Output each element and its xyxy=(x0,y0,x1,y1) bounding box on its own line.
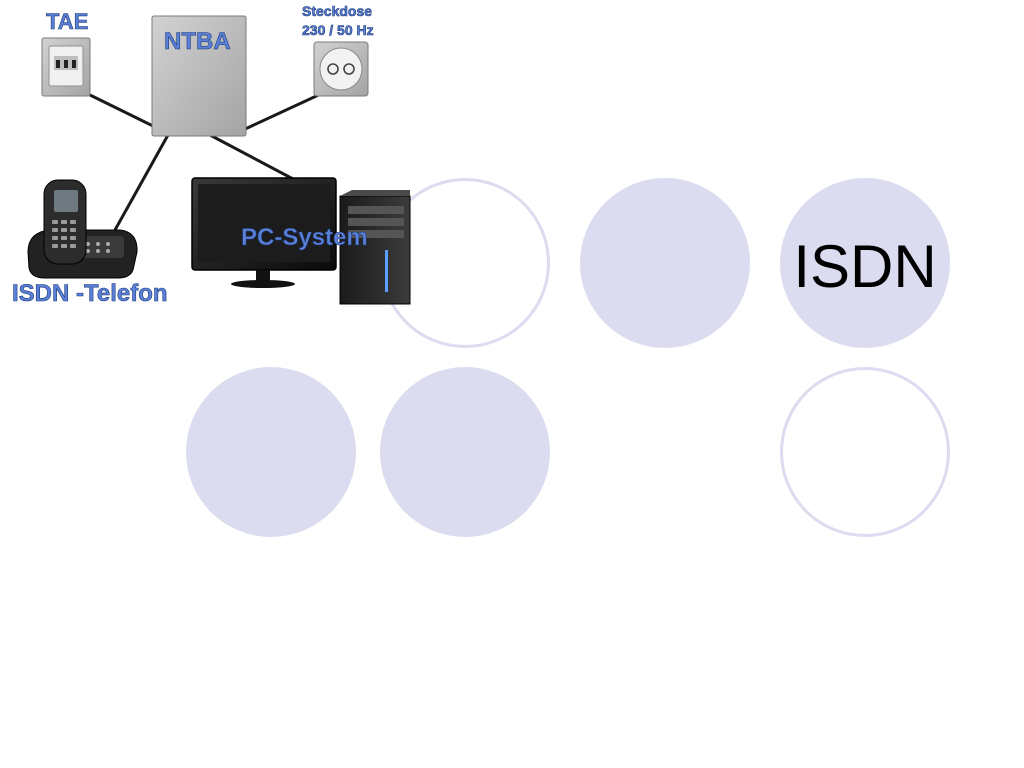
pc-tower-icon xyxy=(339,190,411,305)
isdn-wiring-diagram: TAE NTBA Steckdose 230 / 50 Hz ISDN -Tel… xyxy=(12,3,411,307)
monitor-icon xyxy=(191,177,337,288)
tae-label: TAE xyxy=(46,9,88,34)
cable-socket-ntba xyxy=(242,90,326,132)
steckdose-label-line1: Steckdose xyxy=(302,3,372,19)
cable-tae-ntba xyxy=(89,93,156,129)
cable-ntba-pc xyxy=(209,133,296,182)
tae-socket-icon xyxy=(41,37,91,97)
decorative-circle-top-middle xyxy=(580,178,750,348)
decorative-circle-title xyxy=(780,178,950,348)
steckdose-label-line2: 230 / 50 Hz xyxy=(302,22,374,38)
decorative-circle-bottom-middle xyxy=(380,367,550,537)
cables xyxy=(89,90,326,231)
power-socket-icon xyxy=(313,41,369,97)
decorative-circle-bottom-left xyxy=(186,367,356,537)
isdn-telefon-label: ISDN -Telefon xyxy=(12,280,168,307)
decorative-circle-outline-bottom-right xyxy=(780,367,950,537)
slide-title: ISDN xyxy=(793,233,937,300)
ntba-label: NTBA xyxy=(164,28,231,55)
ntba-box-icon xyxy=(151,15,247,137)
pc-system-label: PC-System xyxy=(241,224,368,251)
isdn-phone-icon xyxy=(27,179,138,279)
cable-ntba-phone xyxy=(113,134,170,231)
